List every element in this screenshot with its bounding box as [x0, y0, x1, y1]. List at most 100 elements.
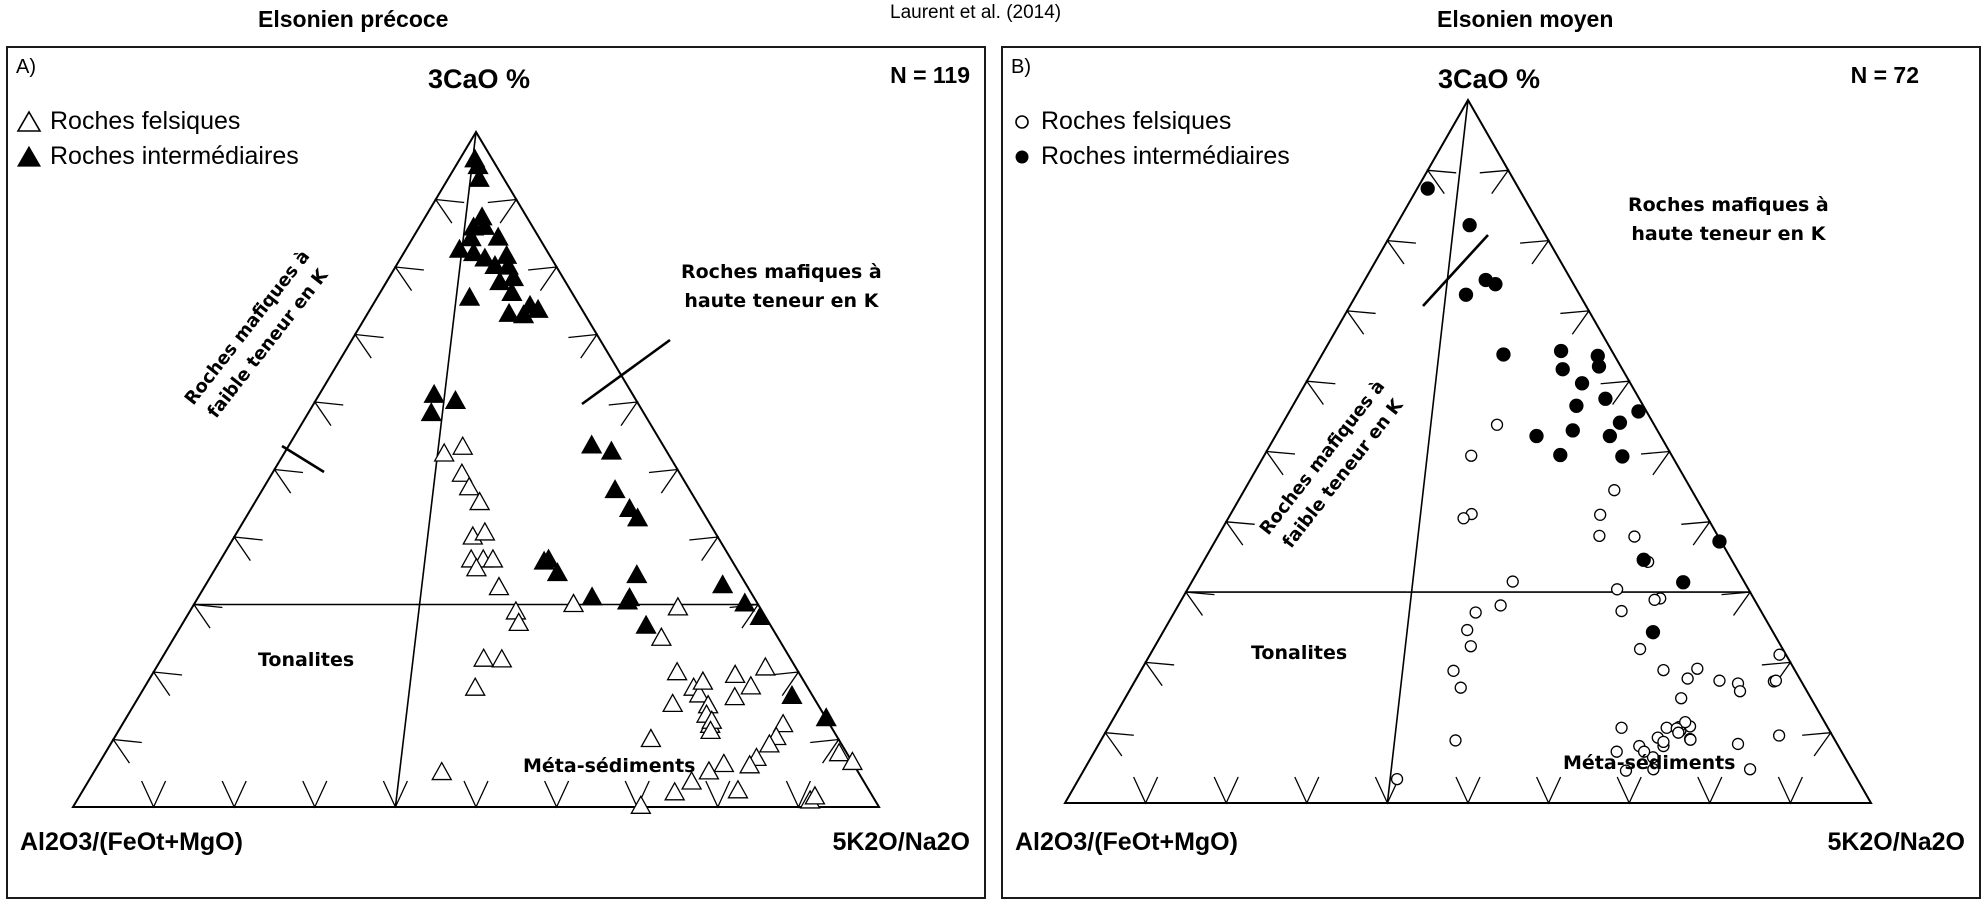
filled-triangle-point [460, 227, 482, 247]
region-label-meta-sediments: Méta-sédiments [523, 755, 696, 777]
filled-circle-point [1569, 398, 1584, 413]
panel-a-title: Elsonien précoce [258, 6, 449, 32]
panel-b-n-count: N = 72 [1850, 62, 1919, 88]
filled-circle-point [1420, 181, 1435, 196]
open-circle-point [1684, 733, 1697, 746]
panel-b-label: B) [1011, 56, 1031, 78]
open-triangle-point [754, 656, 776, 676]
open-triangle-point [698, 760, 720, 780]
open-triangle-point [740, 675, 762, 695]
legend-a: Roches felsiques Roches intermédiaires [16, 104, 299, 174]
open-circle-point [1660, 721, 1673, 734]
filled-circle-point [1496, 347, 1511, 362]
legend-item: Roches intermédiaires [1011, 139, 1290, 174]
open-circle-point [1490, 418, 1504, 431]
legend-item: Roches felsiques [16, 104, 299, 139]
open-circle-point [1646, 751, 1660, 764]
filled-circle-point [1574, 376, 1590, 391]
corner-label-k2o: 5K2O/Na2O [1827, 828, 1965, 856]
right-edge-tick [1681, 521, 1712, 546]
region-label-line: haute teneur en K [1631, 223, 1826, 245]
bottom-edge-tick [1777, 776, 1803, 805]
open-triangle-point [699, 720, 722, 740]
open-circle-point [1610, 583, 1624, 596]
filled-circle-point [1488, 277, 1503, 292]
bottom-edge-tick [1455, 776, 1481, 805]
filled-circle-point [1712, 534, 1727, 549]
open-circle-point [1615, 721, 1628, 734]
legend-label: Roches intermédiaires [50, 142, 299, 170]
left-edge-tick [232, 536, 263, 561]
filled-triangle-point [626, 564, 648, 584]
filled-circle-point [1636, 552, 1651, 567]
open-triangle-point [482, 548, 504, 568]
open-triangle-point [464, 676, 486, 696]
citation: Laurent et al. (2014) [890, 2, 1062, 23]
left-edge-tick [1426, 169, 1457, 195]
left-edge-tick [1184, 591, 1215, 616]
filled-triangle-point [512, 304, 535, 324]
boundary-low-high-k [1410, 310, 1445, 593]
right-edge-tick [568, 333, 599, 359]
filled-circle-point [1645, 625, 1661, 640]
bottom-edge-tick [302, 780, 328, 809]
bottom-edge-tick [463, 780, 489, 809]
open-triangle-point [828, 742, 850, 762]
open-triangle-point [680, 770, 703, 790]
filled-triangle-point [474, 247, 496, 267]
right-edge-tick [1600, 380, 1631, 405]
filled-triangle-point [581, 434, 603, 454]
left-edge-tick [1386, 239, 1416, 265]
filled-triangle-point [815, 707, 837, 727]
filled-triangle-point [527, 298, 549, 318]
boundary-low-high-k [418, 334, 453, 605]
filled-triangle-point [537, 548, 560, 568]
bottom-edge-tick [705, 780, 731, 809]
panel-b: B) N = 72 3CaO % Roches felsiques Roches… [1001, 46, 1981, 899]
open-triangle-point [662, 693, 684, 713]
open-circle-point [1647, 763, 1660, 776]
open-circle-point [1447, 664, 1460, 677]
filled-triangle-point [616, 590, 639, 610]
open-triangle-point [650, 626, 672, 646]
open-circle-point [1733, 685, 1747, 698]
open-circle-point [1449, 734, 1462, 747]
open-circle-point [1679, 716, 1692, 729]
open-circle-point [1615, 604, 1628, 618]
bottom-edge-tick [1213, 776, 1239, 805]
open-triangle-point [724, 664, 746, 684]
legend-item: Roches intermédiaires [16, 139, 299, 174]
bottom-edge-tick [221, 780, 247, 809]
open-circle-point [1681, 672, 1694, 685]
open-triangle-point [491, 648, 513, 668]
open-triangle-point [667, 596, 689, 616]
left-edge-tick [1144, 661, 1175, 687]
open-triangle-point [666, 661, 688, 681]
open-circle-point [1772, 729, 1786, 742]
open-triangle-point [727, 779, 749, 799]
ternary-plot-b [1063, 97, 1873, 805]
filled-circle-point [1631, 404, 1646, 419]
right-edge-tick [689, 536, 720, 561]
right-edge-tick [528, 266, 558, 291]
open-triangle-point [724, 686, 746, 706]
filled-triangle-point [600, 440, 623, 460]
open-circle-point [1494, 599, 1507, 612]
open-circle-point [1672, 726, 1685, 739]
bottom-edge-tick [544, 780, 570, 809]
open-circle-point [1731, 737, 1745, 751]
open-triangle-point [465, 557, 488, 577]
filled-triangle-point [712, 574, 734, 594]
open-triangle-point [664, 781, 686, 801]
left-edge-tick [1345, 310, 1376, 335]
open-circle-point [1743, 763, 1757, 776]
open-circle-point [1619, 764, 1633, 777]
filled-circle-point [1555, 362, 1570, 377]
open-circle-point [1465, 449, 1478, 462]
boundary-tonalite-meta [1386, 592, 1413, 804]
region-label-meta-sediments: Méta-sédiments [1563, 752, 1736, 774]
region-label-high-k: Roches mafiques à haute teneur en K [1628, 191, 1829, 249]
right-edge-tick [769, 671, 800, 696]
filled-triangle-point [484, 254, 506, 274]
open-circle-point [1637, 745, 1651, 758]
